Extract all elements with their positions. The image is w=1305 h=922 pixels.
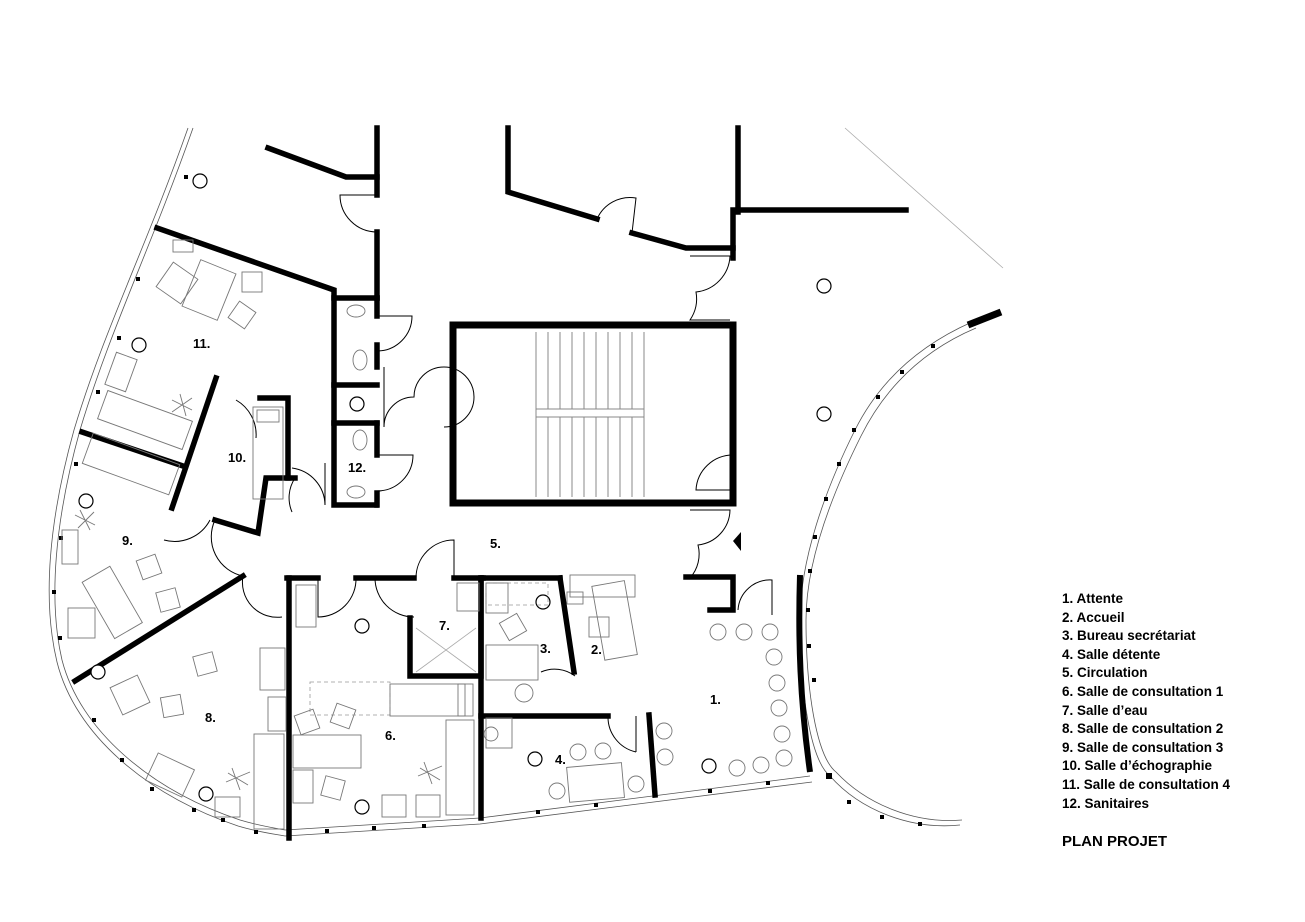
room-label-3: 3. — [540, 641, 551, 656]
legend: 1. Attente 2. Accueil 3. Bureau secrétar… — [1062, 590, 1230, 813]
room-label-9: 9. — [122, 533, 133, 548]
legend-item-12: 12. Sanitaires — [1062, 795, 1150, 811]
legend-item-1: 1. Attente — [1062, 591, 1124, 606]
doors — [163, 194, 773, 753]
legend-item-10: 10. Salle d’échographie — [1062, 758, 1213, 774]
room-labels: 1. 2. 3. 4. 5. 6. 7. 8. 9. 10. 11. 12. — [122, 336, 721, 767]
room-label-7: 7. — [439, 618, 450, 633]
room-label-10: 10. — [228, 450, 246, 465]
legend-item-9: 9. Salle de consultation 3 — [1062, 739, 1224, 755]
legend-item-3: 3. Bureau secrétariat — [1062, 628, 1196, 644]
room-label-8: 8. — [205, 710, 216, 725]
furniture — [61, 239, 793, 830]
room-label-6: 6. — [385, 728, 396, 743]
staircase — [535, 332, 645, 497]
legend-item-6: 6. Salle de consultation 1 — [1062, 683, 1224, 699]
legend-item-2: 2. Accueil — [1062, 609, 1125, 625]
legend-item-5: 5. Circulation — [1062, 665, 1148, 681]
room-label-11: 11. — [193, 336, 210, 351]
room-label-5: 5. — [490, 536, 501, 551]
legend-item-11: 11. Salle de consultation 4 — [1062, 776, 1231, 792]
room-label-1: 1. — [710, 692, 721, 707]
legend-item-4: 4. Salle détente — [1062, 646, 1161, 662]
legend-item-8: 8. Salle de consultation 2 — [1062, 721, 1224, 737]
legend-item-7: 7. Salle d’eau — [1062, 702, 1148, 718]
walls — [71, 125, 909, 841]
columns — [78, 173, 832, 815]
room-label-2: 2. — [591, 642, 602, 657]
plan-title: PLAN PROJET — [1062, 833, 1168, 850]
room-label-12: 12. — [348, 460, 366, 475]
facade — [48, 127, 1004, 837]
room-label-4: 4. — [555, 752, 566, 767]
